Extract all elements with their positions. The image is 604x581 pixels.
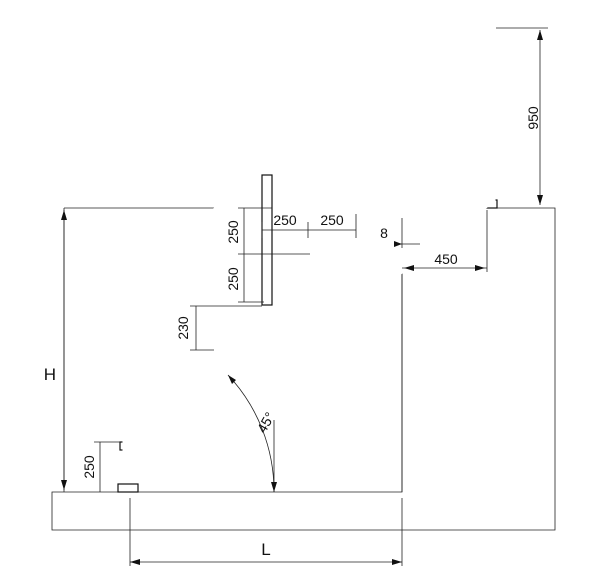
dim-H-label: H bbox=[44, 365, 56, 384]
dim-bottom-rise: 250 bbox=[81, 441, 120, 492]
dim-950-label: 950 bbox=[525, 106, 541, 130]
dim-step-spacing-b-label: 250 bbox=[320, 212, 344, 228]
dim-8-label: 8 bbox=[380, 225, 388, 241]
handrail bbox=[117, 26, 496, 493]
dim-L: L bbox=[129, 498, 403, 566]
dim-H: H bbox=[44, 210, 67, 490]
dim-rises: 250 250 230 bbox=[175, 207, 310, 351]
dim-rise-a-label: 250 bbox=[225, 220, 241, 244]
dim-rise-b-label: 250 bbox=[225, 267, 241, 291]
dim-8: 8 bbox=[380, 218, 420, 248]
dim-step-spacing-a-label: 250 bbox=[273, 212, 297, 228]
dim-950: 950 bbox=[496, 27, 548, 205]
dim-450: 450 bbox=[402, 210, 488, 272]
dim-450-label: 450 bbox=[434, 251, 458, 267]
dim-L-label: L bbox=[261, 540, 270, 559]
dim-rise-c-label: 230 bbox=[175, 316, 191, 340]
dim-step-spacing: 250 250 bbox=[261, 212, 357, 238]
dim-bottom-rise-label: 250 bbox=[81, 455, 97, 479]
